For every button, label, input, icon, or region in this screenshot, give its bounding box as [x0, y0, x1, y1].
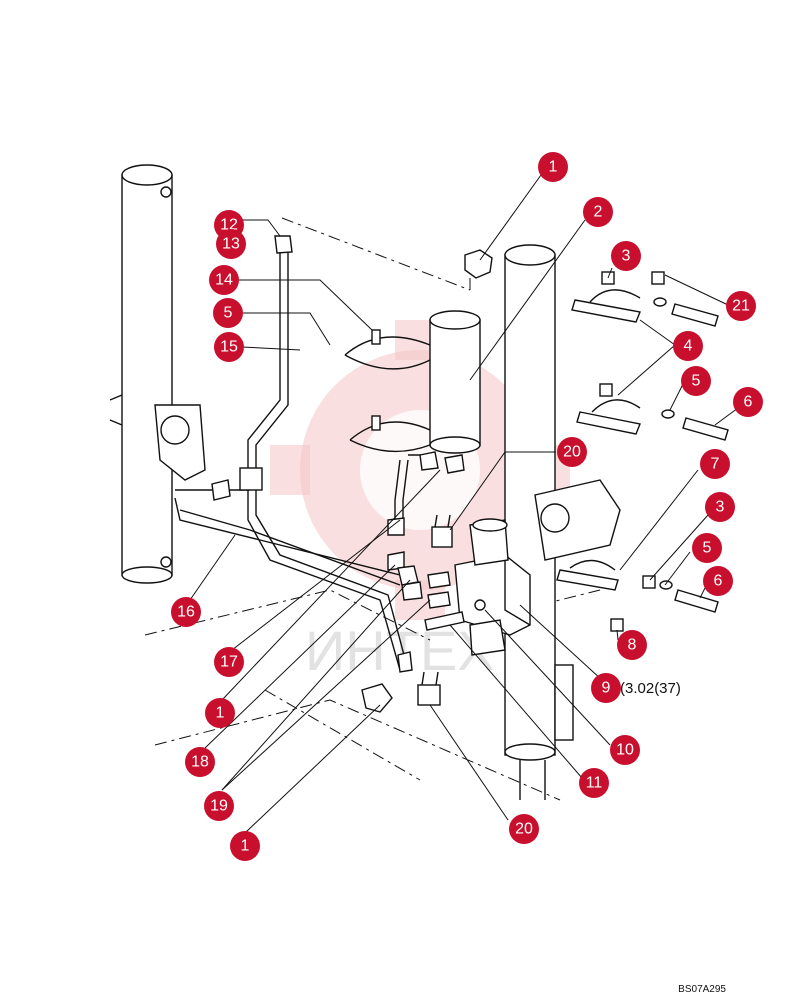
callout-label: 7: [711, 456, 720, 473]
callout-14: 14: [209, 265, 239, 295]
callout-16: 16: [171, 597, 201, 627]
callout-label: 9: [602, 680, 611, 697]
figure-code: BS07A295: [678, 984, 726, 995]
callout-18: 18: [185, 747, 215, 777]
callout-badges: 1232145673568910112020121314515161711819…: [171, 152, 763, 861]
callout-label: 19: [210, 798, 228, 815]
elbow-fitting-top: [464, 249, 493, 279]
callout-2: 2: [583, 197, 613, 227]
callout-label: 16: [177, 604, 195, 621]
callout-label: 1: [216, 705, 225, 722]
reference-label: (3.02(37): [620, 680, 681, 697]
callout-label: 5: [224, 305, 233, 322]
leader-lines: [189, 174, 739, 833]
callout-19: 19: [204, 791, 234, 821]
callout-label: 17: [220, 654, 238, 671]
pipe-fitting-nut: [274, 235, 293, 254]
callout-label: 1: [549, 159, 558, 176]
callout-8: 8: [617, 630, 647, 660]
callout-20: 20: [509, 814, 539, 844]
callout-label: 21: [732, 298, 750, 315]
callout-label: 20: [515, 821, 533, 838]
callout-3: 3: [611, 241, 641, 271]
callout-11: 11: [579, 768, 609, 798]
callout-6: 6: [703, 566, 733, 596]
line-fittings: [211, 451, 465, 713]
reservoir-canister: [429, 310, 481, 454]
callout-label: 15: [220, 339, 238, 356]
callout-5: 5: [681, 366, 711, 396]
left-cylinder: [109, 164, 206, 584]
solenoid-connectors: [417, 514, 453, 706]
callout-label: 2: [594, 204, 603, 221]
callout-20: 20: [557, 437, 587, 467]
right-clamps: [556, 271, 729, 632]
right-cylinder: [504, 244, 621, 800]
valve-block: [424, 518, 531, 656]
callout-3: 3: [705, 492, 735, 522]
callout-label: 6: [744, 394, 753, 411]
callout-label: 14: [215, 272, 233, 289]
callout-label: 4: [684, 338, 693, 355]
callout-13: 13: [216, 229, 246, 259]
callout-1: 1: [230, 831, 260, 861]
callout-17: 17: [214, 647, 244, 677]
callout-6: 6: [733, 387, 763, 417]
callout-7: 7: [700, 449, 730, 479]
hydraulic-lines: [174, 253, 430, 671]
callout-label: 1: [241, 838, 250, 855]
callout-9: 9: [591, 673, 621, 703]
callout-label: 3: [622, 248, 631, 265]
callout-label: 10: [616, 742, 634, 759]
callout-label: 20: [563, 444, 581, 461]
callout-label: 8: [628, 637, 637, 654]
callout-1: 1: [538, 152, 568, 182]
callout-label: 5: [703, 540, 712, 557]
callout-10: 10: [610, 735, 640, 765]
callout-label: 18: [191, 754, 209, 771]
callout-label: 3: [716, 499, 725, 516]
callout-label: 11: [586, 775, 603, 792]
callout-5: 5: [692, 533, 722, 563]
callout-1: 1: [205, 698, 235, 728]
callout-21: 21: [726, 291, 756, 321]
canister-clamps: [344, 329, 431, 453]
callout-4: 4: [673, 331, 703, 361]
callout-15: 15: [214, 332, 244, 362]
callout-label: 5: [692, 373, 701, 390]
callout-5: 5: [213, 298, 243, 328]
callout-label: 13: [222, 236, 240, 253]
callout-label: 6: [714, 573, 723, 590]
